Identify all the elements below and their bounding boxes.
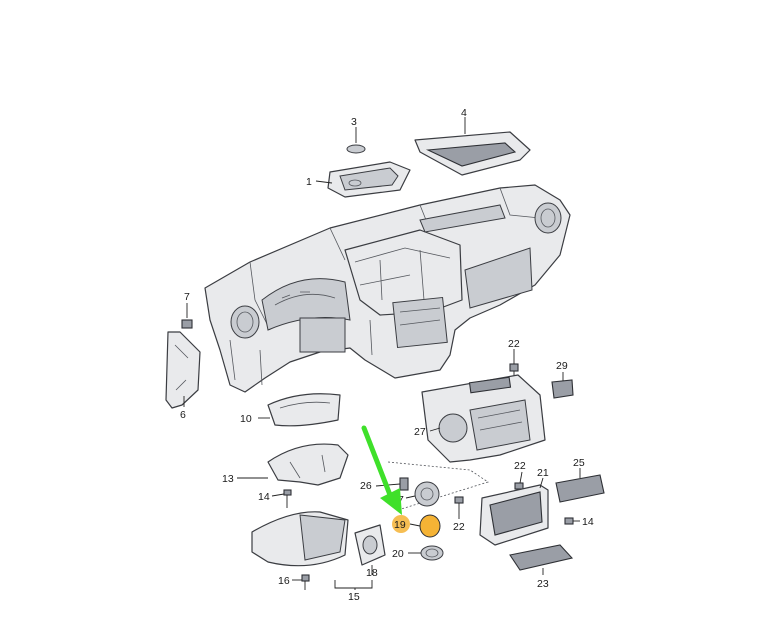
part-16-screw [301,574,310,590]
callout-25: 25 [573,457,585,469]
part-6-side-panel [165,331,201,409]
part-18-switch-housing [354,524,386,566]
part-21-storage-compartment [479,484,549,546]
part-7-knob [414,481,440,507]
part-19-cap[interactable] [419,514,441,538]
callout-29: 29 [556,360,568,372]
callout-3: 3 [351,116,357,128]
callout-21: 21 [537,467,549,479]
callout-6: 6 [180,409,186,421]
part-25-insert [555,474,605,503]
callout-22-center: 22 [453,521,465,533]
part-15-lower-shroud [251,511,349,567]
callout-4: 4 [461,107,467,119]
part-22-screw-center [454,496,464,504]
callout-14-right: 14 [582,516,594,528]
part-14-screw-left [283,489,292,508]
callout-15: 15 [348,591,360,603]
part-10-cluster-cover [267,393,341,427]
callout-26: 26 [360,480,372,492]
callout-10: 10 [240,413,252,425]
leader-lines [183,117,581,590]
dashboard-panel [204,184,571,393]
callout-16: 16 [278,575,290,587]
part-29-blank [551,379,574,399]
callout-7-center: 7 [398,494,404,506]
part-3-cap [346,144,366,154]
callout-19: 19 [394,519,406,531]
green-pointer-arrow [361,425,402,515]
part-13-upper-shroud [267,443,349,486]
part-1-tray [327,161,411,198]
part-4-storage-tray [414,131,531,176]
part-23-mat [509,544,574,571]
part-20-ring [420,545,444,561]
callout-22-right: 22 [514,460,526,472]
callout-1: 1 [306,176,312,188]
callout-19-highlight [392,515,410,533]
callout-18: 18 [366,567,378,579]
callout-22-top: 22 [508,338,520,350]
callout-23: 23 [537,578,549,590]
callout-7-left: 7 [184,291,190,303]
callout-13: 13 [222,473,234,485]
callout-20: 20 [392,548,404,560]
part-7-clip [181,319,193,329]
callout-27: 27 [414,426,426,438]
part-14-screw-right [564,517,574,525]
callout-labels: 1 3 4 6 7 10 13 14 15 16 18 20 22 22 22 … [180,107,594,603]
part-27-center-bezel [421,374,546,463]
part-22-screw-right [514,482,524,490]
callout-14-left: 14 [258,491,270,503]
